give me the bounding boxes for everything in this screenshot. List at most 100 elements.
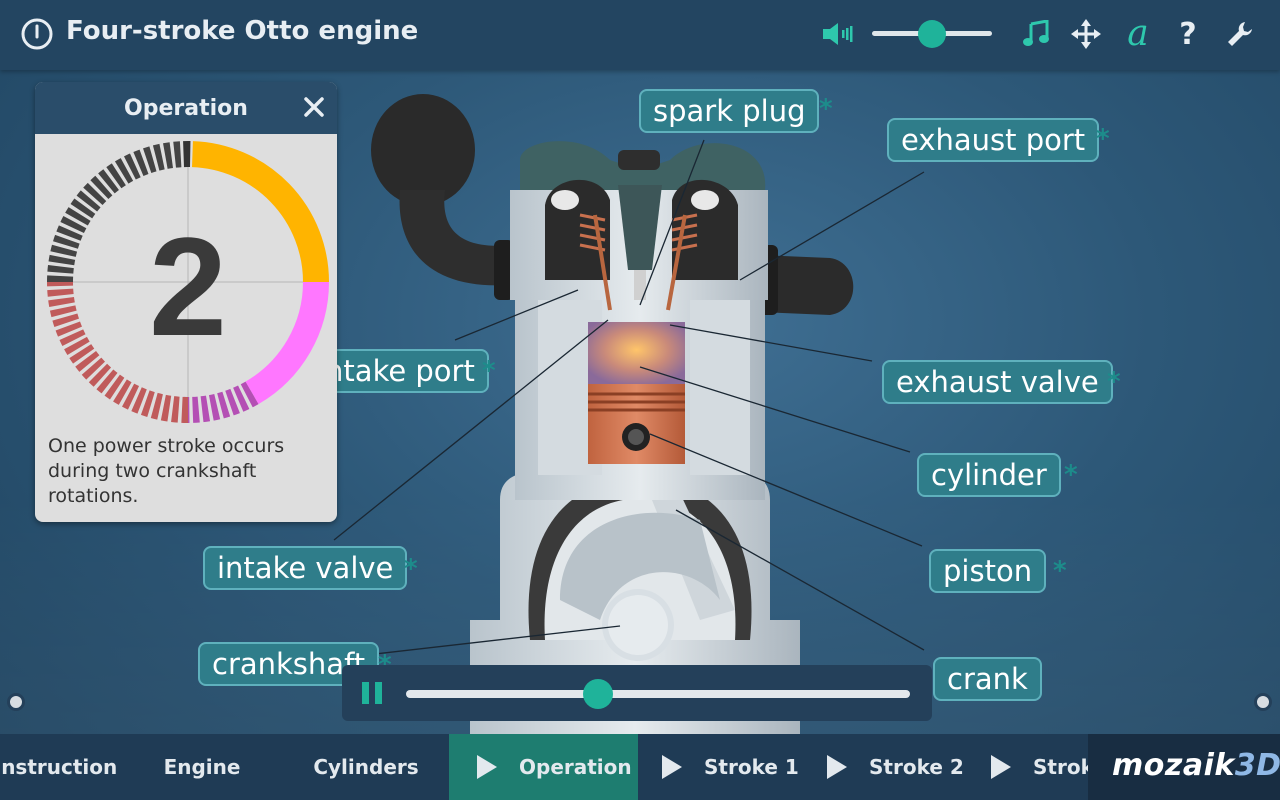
- dial-arc: [123, 153, 141, 180]
- tab-strip: Instruction Engine Cylinders Operation S…: [0, 734, 1088, 800]
- dial-arc: [90, 175, 113, 200]
- engine-viewport[interactable]: spark plug * exhaust port * intake port …: [0, 70, 1280, 734]
- help-icon[interactable]: ?: [1179, 16, 1197, 52]
- dial-arc: [52, 313, 80, 327]
- dial-arc: [143, 146, 157, 174]
- dial-arc: [233, 385, 250, 412]
- dial-arc: [114, 158, 134, 184]
- pause-bar: [375, 682, 382, 704]
- dial-arc: [217, 391, 231, 419]
- volume-slider-handle[interactable]: [918, 20, 946, 48]
- dial-arc: [55, 321, 83, 337]
- wrench-icon[interactable]: [1220, 16, 1260, 52]
- font-icon[interactable]: a: [1127, 13, 1149, 54]
- dial-arc: [60, 216, 87, 234]
- app-header: Four-stroke Otto engine a ?: [0, 0, 1280, 70]
- dial-arc: [88, 363, 112, 387]
- dial-arc: [225, 388, 240, 416]
- tab-cylinders[interactable]: Cylinders: [313, 755, 419, 779]
- music-icon[interactable]: [1016, 16, 1056, 52]
- dial-arc: [104, 374, 125, 400]
- tab-stroke-3[interactable]: Stroke 3: [991, 734, 1088, 800]
- scene-dot-right[interactable]: [1254, 693, 1272, 711]
- pause-button[interactable]: [362, 682, 384, 704]
- dial-arc: [65, 207, 91, 226]
- play-icon: [991, 755, 1011, 779]
- brand-logo: mozaik3D: [1088, 734, 1280, 800]
- dial-arc: [53, 234, 80, 249]
- dial-arc: [50, 244, 78, 257]
- dial-arc: [163, 142, 174, 169]
- seek-slider-track[interactable]: [406, 690, 910, 698]
- dial-arc: [133, 149, 149, 177]
- dial-arc: [96, 369, 118, 394]
- dial-arc: [70, 198, 96, 219]
- brand-3d: 3D: [1234, 748, 1280, 783]
- brand-name: mozaik: [1112, 748, 1235, 783]
- tab-instruction[interactable]: Instruction: [0, 755, 118, 779]
- label-marker[interactable]: *: [1107, 367, 1121, 397]
- dial-arc: [49, 305, 77, 318]
- move-icon[interactable]: [1066, 16, 1106, 52]
- tab-operation[interactable]: Operation: [449, 734, 638, 800]
- label-marker[interactable]: *: [404, 554, 418, 584]
- dial-arc: [200, 395, 211, 423]
- label-marker[interactable]: *: [819, 94, 833, 124]
- dial-arc: [47, 265, 74, 274]
- label-spark-plug[interactable]: spark plug: [639, 89, 820, 133]
- dial-arc: [131, 387, 147, 414]
- dial-segments: [47, 141, 329, 423]
- tab-stroke-2[interactable]: Stroke 2: [827, 734, 977, 800]
- dial-arc: [160, 394, 172, 422]
- playback-bar: [342, 665, 932, 721]
- dial-arc: [59, 329, 86, 347]
- dial-arc: [171, 396, 180, 423]
- label-exhaust-port[interactable]: exhaust port: [887, 118, 1100, 162]
- stroke-number: 2: [149, 208, 227, 365]
- scene-dot-left[interactable]: [7, 693, 25, 711]
- dial-arc: [245, 281, 329, 405]
- play-icon: [827, 755, 847, 779]
- label-crankshaft[interactable]: crankshaft: [198, 642, 380, 686]
- label-piston[interactable]: piston: [929, 549, 1047, 593]
- spark-plug-model: [618, 150, 662, 300]
- label-marker[interactable]: *: [1053, 556, 1067, 586]
- dial-arc: [56, 225, 83, 241]
- dial-arc: [64, 336, 90, 356]
- dial-arc: [122, 383, 140, 410]
- bottom-nav: Instruction Engine Cylinders Operation S…: [0, 734, 1280, 800]
- label-intake-valve[interactable]: intake valve: [203, 546, 408, 590]
- pause-bar: [362, 682, 369, 704]
- dial-arc: [75, 350, 100, 372]
- label-marker[interactable]: *: [482, 356, 496, 386]
- play-icon: [662, 755, 682, 779]
- panel-description: One power stroke occurs during two crank…: [48, 435, 285, 507]
- tab-engine[interactable]: Engine: [163, 755, 241, 779]
- operation-panel: Operation 2 One power stroke occurs duri…: [35, 82, 337, 522]
- connecting-rod: [560, 440, 735, 661]
- tab-stroke-1[interactable]: Stroke 1: [662, 734, 812, 800]
- seek-slider-handle[interactable]: [583, 679, 613, 709]
- app-title: Four-stroke Otto engine: [66, 16, 419, 46]
- piston-model: [588, 384, 685, 464]
- close-icon[interactable]: [301, 94, 327, 120]
- label-marker[interactable]: *: [1064, 460, 1078, 490]
- panel-header: Operation: [35, 82, 337, 134]
- dial-arc: [150, 392, 163, 420]
- label-exhaust-valve[interactable]: exhaust valve: [882, 360, 1113, 404]
- dial-arc: [98, 169, 120, 194]
- label-cylinder[interactable]: cylinder: [917, 453, 1061, 497]
- dial-arc: [76, 190, 101, 212]
- speaker-icon[interactable]: [818, 16, 858, 52]
- stroke-dial: 2: [47, 141, 329, 423]
- panel-title: Operation: [124, 96, 248, 121]
- dial-arc: [152, 143, 165, 171]
- label-leader-lines: [333, 139, 925, 656]
- label-marker[interactable]: *: [1096, 124, 1110, 154]
- label-crank[interactable]: crank: [933, 657, 1042, 701]
- dial-arc: [69, 344, 95, 364]
- dial-arc: [240, 381, 259, 408]
- play-icon: [477, 755, 497, 779]
- dial-arc: [48, 254, 76, 266]
- power-icon[interactable]: [20, 17, 54, 51]
